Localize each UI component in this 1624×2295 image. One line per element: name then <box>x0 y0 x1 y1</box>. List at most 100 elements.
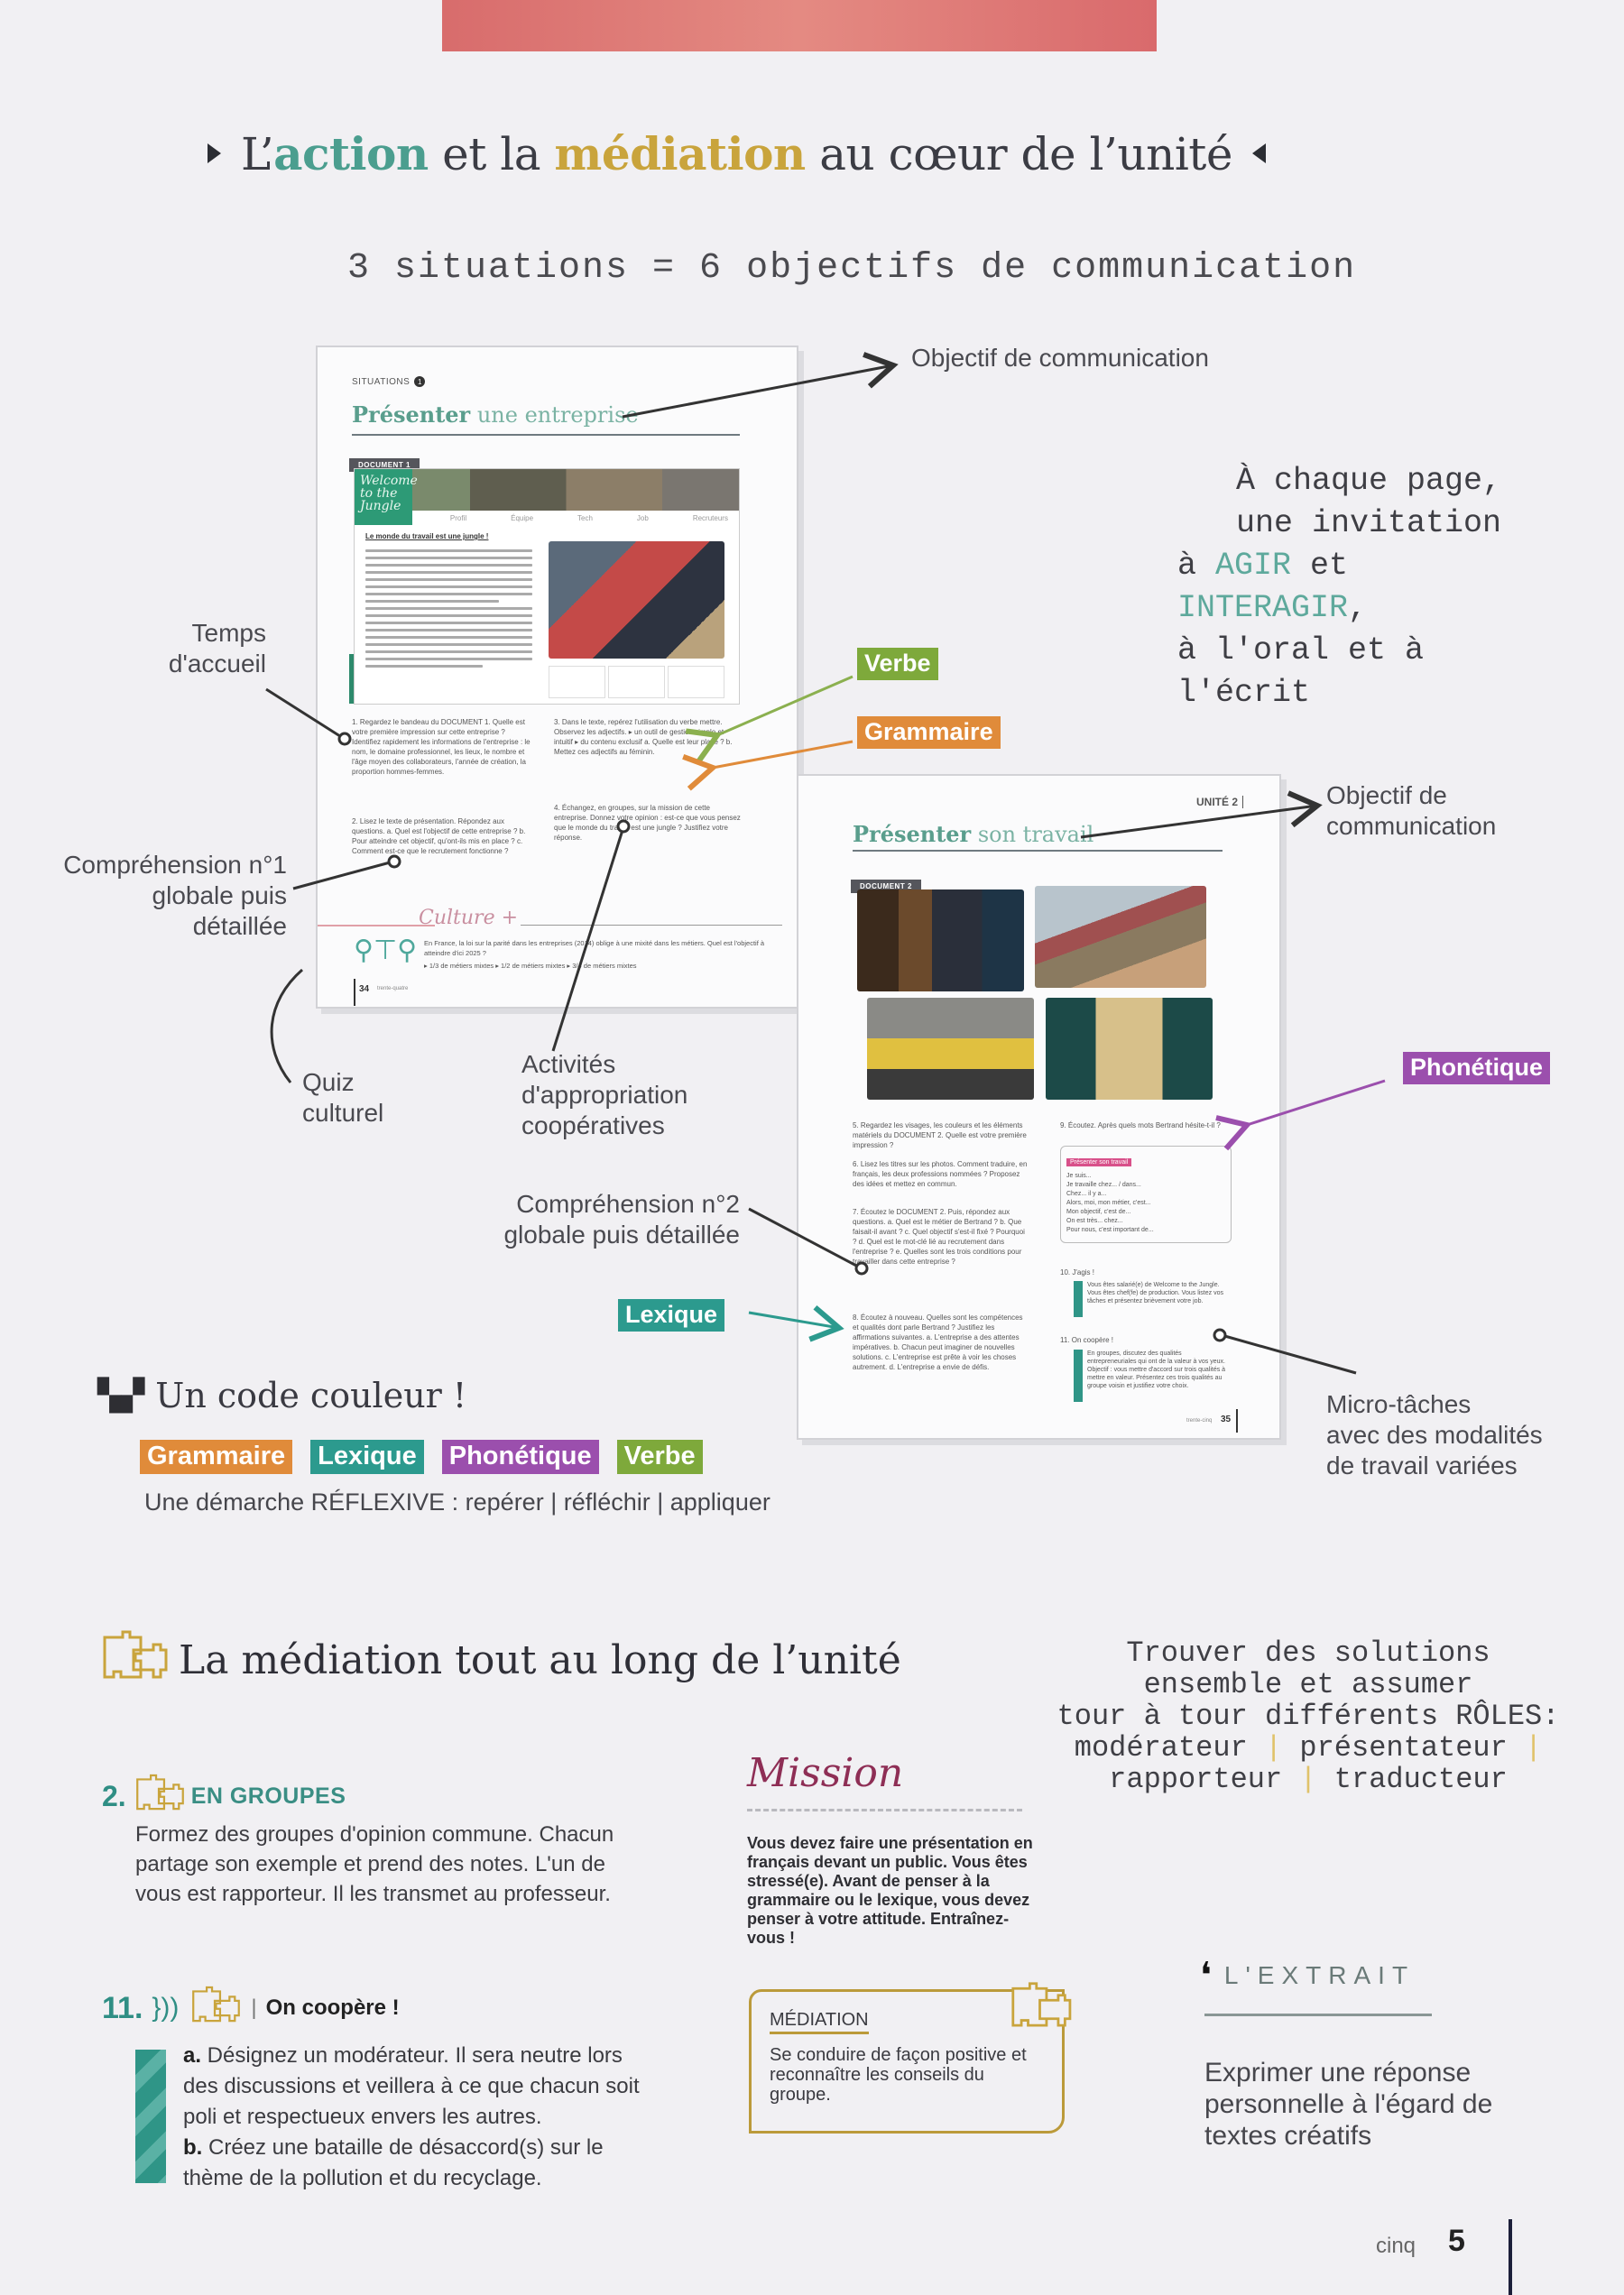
office-photo <box>549 541 724 659</box>
cooperation-number: 11. <box>102 1990 143 2025</box>
tag-verbe: Verbe <box>857 648 938 680</box>
article-text <box>365 545 532 672</box>
groupes-number: 2. <box>102 1779 126 1812</box>
title-rule <box>853 850 1223 852</box>
role-traducteur: traducteur <box>1333 1763 1508 1796</box>
office-photo-open-space <box>1035 886 1206 988</box>
page-b-title: Présenter son travail <box>853 821 1093 847</box>
item-b-text: Créez une bataille de désaccord(s) sur l… <box>183 2135 604 2190</box>
mediation-header: La médiation tout au long de l’unité <box>97 1628 901 1691</box>
question-1: 1. Regardez le bandeau du DOCUMENT 1. Qu… <box>352 718 531 776</box>
groupes-body: Formez des groupes d'opinion commune. Ch… <box>135 1822 614 1906</box>
subtitle: 3 situations = 6 objectifs de communicat… <box>347 248 1357 289</box>
question-11-title: 11. On coopère ! <box>1060 1336 1113 1344</box>
role-presentateur: présentateur <box>1299 1731 1508 1765</box>
annotation-comprehension-1: Compréhension n°1 globale puis détaillée <box>63 851 287 940</box>
annotation-activites: Activités d'appropriation coopératives <box>521 1050 688 1139</box>
mediation-box-body: Se conduire de façon positive et reconna… <box>770 2045 1027 2105</box>
page-a-title: Présenter une entreprise <box>352 401 639 428</box>
question-10-title: 10. J'agis ! <box>1060 1268 1094 1277</box>
triangle-left-icon <box>1252 143 1266 163</box>
item-b-label: b. <box>183 2135 203 2160</box>
stat-boxes <box>549 666 724 698</box>
headline-text: L’action et la médiation au cœur de l’un… <box>241 127 1233 180</box>
situation-label: SITUATIONS 1 <box>352 376 426 387</box>
annotation-micro-taches: Micro-tâches avec des modalités de trava… <box>1326 1390 1543 1479</box>
annotation-temps-accueil: Temps d'accueil <box>168 619 266 677</box>
mission-dashed-rule <box>747 1809 1022 1811</box>
separator: | <box>251 1995 257 2020</box>
roles-intro-line: Trouver des solutions <box>1126 1636 1490 1670</box>
invitation-text: et <box>1291 548 1349 584</box>
expression-line: Chez... il y a... <box>1066 1191 1107 1197</box>
roles-line-2: rapporteur | traducteur <box>1109 1763 1508 1796</box>
question-7: 7. Écoutez le DOCUMENT 2. Puis, répondez… <box>853 1208 1025 1266</box>
textbook-page-34: SITUATIONS 1 Présenter une entreprise DO… <box>316 346 798 1009</box>
invitation-agir: AGIR <box>1215 548 1292 584</box>
page-b-title-rest: son travail <box>971 822 1094 847</box>
role-rapporteur: rapporteur <box>1109 1763 1283 1796</box>
green-stripe-bar <box>1074 1281 1083 1317</box>
page-number-rule <box>354 979 355 1006</box>
color-code-tags: Grammaire Lexique Phonétique Verbe <box>140 1440 703 1474</box>
culture-quiz-options[interactable]: ▸ 1/3 de métiers mixtes ▸ 1/2 de métiers… <box>424 962 637 970</box>
textbook-page-35: UNITÉ 2 Présenter son travail DOCUMENT 2… <box>797 774 1281 1440</box>
legend-tag-verbe: Verbe <box>616 1440 703 1474</box>
page-b-title-bold: Présenter <box>853 821 972 847</box>
question-3: 3. Dans le texte, repérez l'utilisation … <box>554 718 733 756</box>
cooperation-body: a. Désignez un modérateur. Il sera neutr… <box>183 2041 652 2194</box>
expression-line: Je travaille chez... / dans... <box>1066 1182 1141 1188</box>
website-banner <box>355 469 739 511</box>
page-footer: cinq 5 <box>1376 2224 1465 2259</box>
office-photo-lounge <box>867 998 1034 1100</box>
mediation-box-puzzle-icon <box>1011 1982 1072 2027</box>
roles-intro-line: tour à tour différents RÔLES: <box>1057 1700 1560 1733</box>
question-11-body: En groupes, discutez des qualités entrep… <box>1087 1350 1226 1389</box>
extrait-header: ❛ L'EXTRAIT <box>1200 1958 1415 1994</box>
video-photo-bertrand[interactable] <box>857 889 1024 991</box>
groupes-label: EN GROUPES <box>190 1783 346 1809</box>
reflexive-approach-text: Une démarche RÉFLEXIVE : repérer | réflé… <box>144 1489 770 1516</box>
headline-suffix: au cœur de l’unité <box>805 127 1232 180</box>
tag-grammaire: Grammaire <box>857 716 1001 749</box>
annotation-quiz-culturel: Quiz culturel <box>302 1068 384 1127</box>
mediation-puzzle-hands-icon <box>103 1630 168 1679</box>
item-a-text: Désignez un modérateur. Il sera neutre l… <box>183 2043 640 2129</box>
extrait-body: Exprimer une réponse personnelle à l'éga… <box>1204 2058 1493 2151</box>
invitation-line-3: à AGIR et INTERAGIR, <box>1177 545 1556 630</box>
nav-item: Profil <box>449 514 467 522</box>
question-6: 6. Lisez les titres sur les photos. Comm… <box>853 1160 1028 1188</box>
mediation-box-label: MÉDIATION <box>770 2010 869 2034</box>
invitation-block: À chaque page, une invitation à AGIR et … <box>1177 460 1556 714</box>
color-code-header: ▚▞ Un code couleur ! <box>97 1376 466 1415</box>
question-5: 5. Regardez les visages, les couleurs et… <box>853 1121 1027 1149</box>
extrait-label: L'EXTRAIT <box>1223 1961 1416 1989</box>
title-rule <box>352 434 740 436</box>
nav-item: Tech <box>577 514 593 522</box>
question-8: 8. Écoutez à nouveau. Quelles sont les c… <box>853 1313 1023 1371</box>
invitation-text: à <box>1177 548 1216 584</box>
cooperation-label: On coopère ! <box>265 1995 400 2020</box>
nav-item: Job <box>636 514 649 522</box>
expressions-box-tag: Présenter son travail <box>1066 1158 1132 1166</box>
article-title: Le monde du travail est une jungle ! <box>365 532 489 540</box>
question-9: 9. Écoutez. Après quels mots Bertrand hé… <box>1060 1121 1221 1129</box>
top-color-band <box>442 0 1157 51</box>
role-moderateur: modérateur <box>1074 1731 1248 1765</box>
expression-line: Je suis... <box>1066 1173 1092 1179</box>
welcome-jungle-logo: Welcome to the Jungle <box>355 469 418 525</box>
legend-tag-lexique: Lexique <box>310 1440 424 1474</box>
annotation-objectif-1: Objectif de communication <box>911 344 1209 372</box>
page-number-35: 35 <box>1221 1415 1232 1424</box>
situation-number-badge: 1 <box>414 376 426 387</box>
nav-item: Recruteurs <box>692 514 728 522</box>
legend-tag-phonetique: Phonétique <box>441 1440 599 1474</box>
page-number-rule <box>1236 1409 1238 1433</box>
legend-tag-grammaire: Grammaire <box>140 1440 293 1474</box>
green-stripe-bar <box>1074 1350 1083 1402</box>
extrait-rule <box>1204 2014 1432 2016</box>
mission-body: Vous devez faire une présentation en fra… <box>747 1834 1033 1947</box>
video-photo-woman[interactable] <box>1046 998 1213 1100</box>
page-number-34: 34 <box>359 984 370 994</box>
annotation-objectif-2: Objectif de communication <box>1326 781 1497 840</box>
